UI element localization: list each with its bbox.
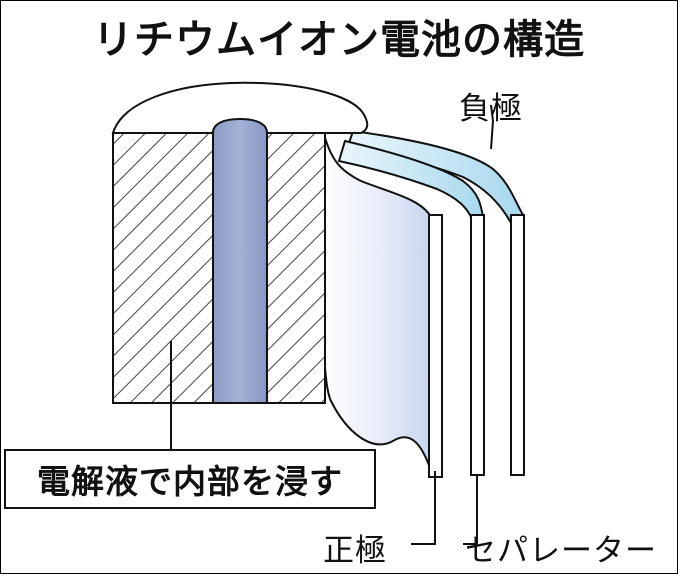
negative-leader <box>490 104 495 150</box>
separator-leader <box>463 475 478 545</box>
label-separator: セパレーター <box>465 533 657 569</box>
cylinder-top-cap <box>111 81 369 134</box>
electrode-layers <box>321 129 525 478</box>
diagram-title: リチウムイオン電池の構造 <box>93 17 585 63</box>
center-core <box>212 117 268 404</box>
label-negative-electrode: 負極 <box>459 91 523 127</box>
label-electrolyte: 電解液で内部を浸す <box>4 449 376 509</box>
negative-electrode-edge <box>510 214 525 476</box>
battery-cylinder <box>111 81 369 404</box>
positive-electrode-edge <box>428 214 443 478</box>
positive-leader <box>411 471 436 545</box>
label-positive-electrode: 正極 <box>323 533 387 569</box>
leader-lines <box>170 104 495 545</box>
separator-edge <box>470 214 485 476</box>
